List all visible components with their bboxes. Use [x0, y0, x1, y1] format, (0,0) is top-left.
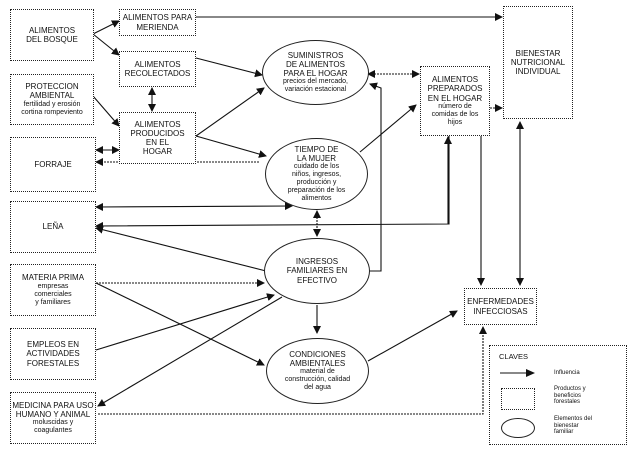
edge-preparados-lena	[95, 136, 450, 230]
legend-ellipse-symbol	[501, 418, 535, 438]
edge-condiciones-enfermedades	[367, 310, 458, 362]
node-ingresos: INGRESOS FAMILIARES EN EFECTIVO	[264, 238, 370, 304]
edge-proteccion-producidos	[92, 95, 120, 127]
edge-empleos-ingresos	[95, 293, 275, 351]
node-forraje: FORRAJE	[10, 137, 96, 192]
legend-label-products: Productos y beneficios forestales	[554, 386, 586, 406]
node-title: ALIMENTOS PRODUCIDOS EN EL HOGAR	[130, 119, 185, 157]
node-tiempo-mujer: TIEMPO DE LA MUJER cuidado de los niños,…	[265, 138, 368, 210]
node-title: TIEMPO DE LA MUJER	[294, 144, 339, 163]
node-medicina: MEDICINA PARA USO HUMANO Y ANIMAL molusc…	[10, 392, 96, 444]
node-subtitle: precios del mercado, variación estaciona…	[283, 78, 348, 94]
node-title: ALIMENTOS PREPARADOS EN EL HOGAR	[427, 75, 483, 103]
node-title: INGRESOS FAMILIARES EN EFECTIVO	[286, 257, 348, 285]
node-bienestar: BIENESTAR NUTRICIONAL INDIVIDUAL	[503, 6, 573, 119]
node-title: SUMINISTROS DE ALIMENTOS PARA EL HOGAR	[283, 50, 348, 79]
legend-label-elements: Elementos del bienestar familiar	[554, 416, 593, 436]
node-suministros: SUMINISTROS DE ALIMENTOS PARA EL HOGAR p…	[262, 40, 369, 105]
node-title: FORRAJE	[34, 159, 72, 169]
node-subtitle: material de construcción, calidad del ag…	[284, 368, 351, 392]
legend-label-influence: Influencia	[554, 370, 580, 376]
node-title: ALIMENTOS DEL BOSQUE	[26, 25, 78, 44]
edge-ingresos-lena	[95, 225, 267, 272]
node-subtitle: cuidado de los niños, ingresos, producci…	[287, 163, 346, 203]
node-title: BIENESTAR NUTRICIONAL INDIVIDUAL	[510, 48, 566, 77]
node-condiciones: CONDICIONES AMBIENTALES material de cons…	[266, 338, 369, 404]
node-subtitle: empresas comerciales y familiares	[34, 282, 72, 306]
legend-title: CLAVES	[499, 352, 529, 361]
node-proteccion-ambiental: PROTECCION AMBIENTAL fertilidad y erosió…	[10, 74, 94, 125]
node-materia-prima: MATERIA PRIMA empresas comerciales y fam…	[10, 264, 96, 316]
edge-producidos-tiempo	[195, 135, 267, 158]
node-alimentos-merienda: ALIMENTOS PARA MERIENDA	[119, 9, 196, 36]
node-alimentos-recolectados: ALIMENTOS RECOLECTADOS	[119, 51, 196, 87]
node-title: ALIMENTOS PARA MERIENDA	[122, 13, 193, 32]
edge-producidos-suministros	[195, 87, 265, 137]
node-title: CONDICIONES AMBIENTALES	[289, 349, 346, 368]
edge-recolectados-suministros	[195, 57, 263, 78]
node-title: EMPLEOS EN ACTIVIDADES FORESTALES	[26, 340, 80, 368]
node-alimentos-producidos: ALIMENTOS PRODUCIDOS EN EL HOGAR	[119, 112, 196, 164]
edge-lena-tiempo	[95, 202, 293, 211]
node-alimentos-preparados: ALIMENTOS PREPARADOS EN EL HOGAR número …	[420, 66, 490, 136]
node-title: ENFERMEDADES INFECCIOSAS	[467, 297, 534, 316]
legend: CLAVES Influencia Productos y beneficios…	[489, 345, 627, 445]
legend-arrow-symbol	[500, 369, 535, 377]
node-lena: LEÑA	[10, 201, 96, 253]
edge-bosque-recolectados	[92, 33, 120, 56]
node-title: MEDICINA PARA USO HUMANO Y ANIMAL	[12, 400, 94, 419]
node-title: MATERIA PRIMA	[21, 273, 85, 283]
node-enfermedades: ENFERMEDADES INFECCIOSAS	[464, 288, 537, 325]
node-subtitle: número de comidas de los hijos	[431, 102, 479, 126]
edge-ingresos-medicina	[97, 296, 283, 407]
node-subtitle: fertilidad y erosión cortina rompeviento	[21, 100, 83, 116]
edge-ingresos-suministros	[369, 82, 382, 272]
node-subtitle: moluscidas y coagulantes	[32, 419, 74, 435]
edge-bosque-merienda	[92, 20, 120, 35]
edge-medicina-enfermedades	[98, 326, 487, 415]
legend-rectangle-symbol	[501, 388, 535, 410]
node-title: LEÑA	[42, 222, 64, 232]
node-empleos: EMPLEOS EN ACTIVIDADES FORESTALES	[10, 328, 96, 380]
node-title: ALIMENTOS RECOLECTADOS	[124, 59, 191, 78]
node-title: PROTECCION AMBIENTAL	[25, 82, 79, 101]
edge-tiempo-preparados	[359, 104, 417, 153]
node-alimentos-bosque: ALIMENTOS DEL BOSQUE	[10, 9, 94, 61]
